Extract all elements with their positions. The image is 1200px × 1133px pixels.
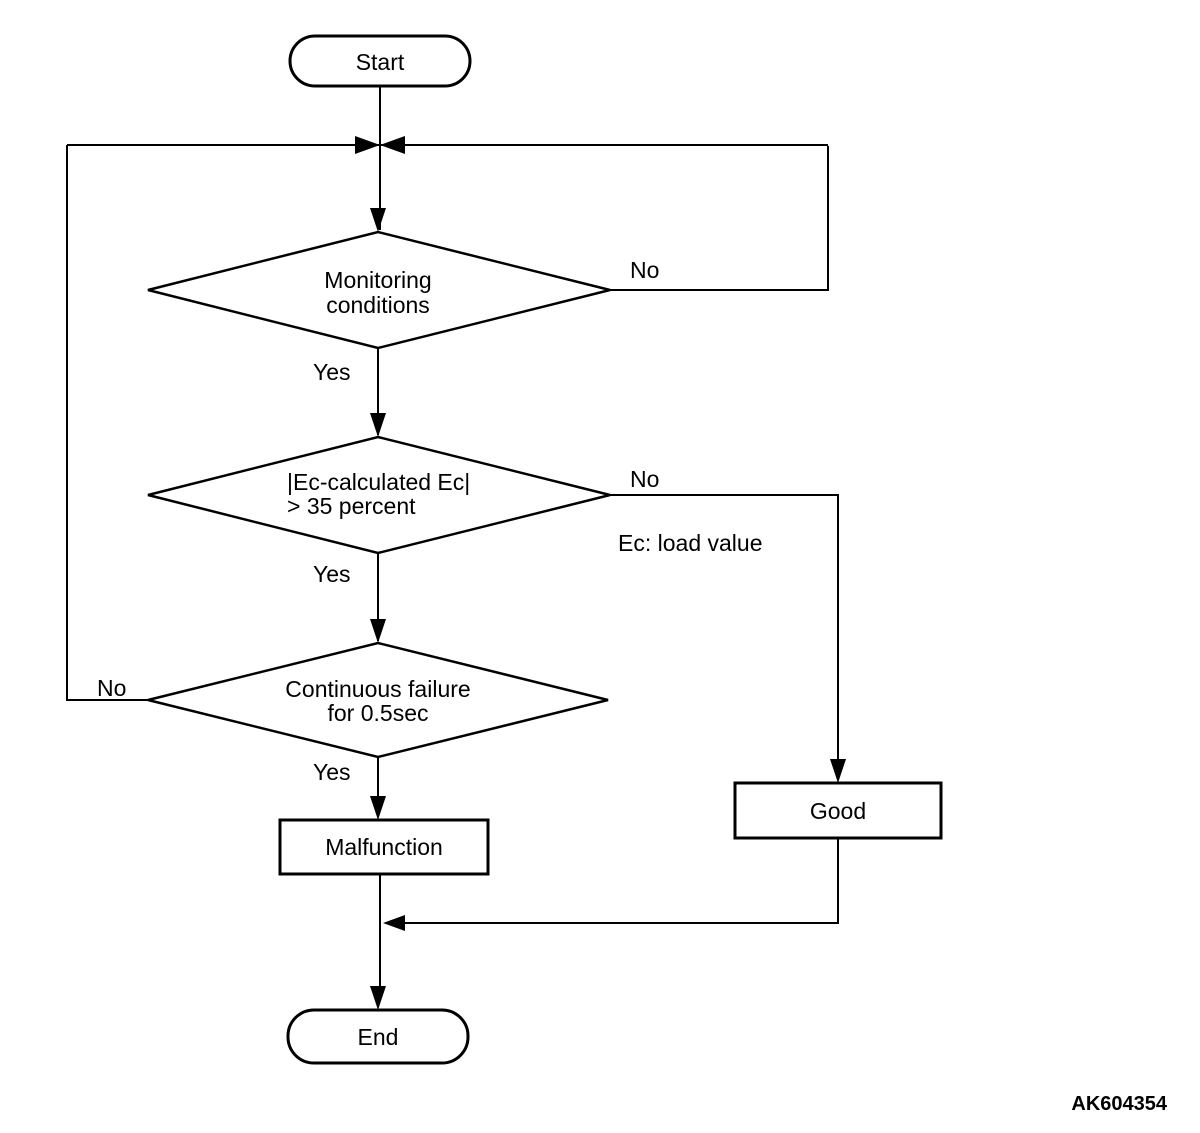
continuous-yes-label: Yes — [313, 759, 351, 785]
ec-note-annotation: Ec: load value — [618, 530, 762, 556]
monitoring-yes-label: Yes — [313, 359, 351, 385]
arrowhead-into-continuous — [370, 619, 386, 643]
connectors — [66, 86, 839, 988]
malfunction-node — [278, 818, 490, 876]
malfunction-label: Malfunction — [325, 834, 443, 860]
arrowhead-into-good — [830, 759, 846, 783]
monitoring-label-line2: conditions — [326, 292, 430, 318]
monitoring-decision — [147, 230, 611, 350]
monitoring-no-label: No — [630, 257, 659, 283]
continuous-no-label: No — [97, 675, 126, 701]
continuous-failure-decision — [147, 641, 609, 759]
continuous-label-line1: Continuous failure — [285, 676, 470, 702]
ec-no-label: No — [630, 466, 659, 492]
arrowhead-into-end — [370, 986, 386, 1010]
ec-check-label-line2: > 35 percent — [287, 493, 416, 519]
connector-ec-no-to-good — [610, 494, 839, 762]
arrowhead-into-malfunction — [370, 796, 386, 820]
ec-check-label-line1: |Ec-calculated Ec| — [287, 469, 470, 495]
arrowheads — [355, 136, 846, 1010]
ec-check-decision — [147, 435, 611, 555]
start-label: Start — [356, 49, 405, 75]
arrowhead-junction-from-right — [380, 136, 405, 154]
arrowhead-into-ec-check — [370, 413, 386, 437]
good-label: Good — [810, 798, 866, 824]
connector-good-to-merge — [404, 838, 839, 924]
continuous-label-line2: for 0.5sec — [328, 700, 429, 726]
start-node — [288, 34, 472, 88]
figure-code: AK604354 — [1071, 1093, 1168, 1115]
arrowhead-junction-from-left — [355, 136, 380, 154]
connector-monitoring-no-loop — [610, 146, 829, 291]
end-node — [286, 1008, 470, 1065]
good-node — [733, 781, 943, 840]
ec-yes-label: Yes — [313, 561, 351, 587]
arrowhead-merge-left — [383, 915, 405, 931]
arrowhead-into-monitoring — [370, 208, 386, 232]
connector-continuous-no-loop — [66, 145, 148, 701]
monitoring-label-line1: Monitoring — [324, 267, 431, 293]
end-label: End — [358, 1024, 399, 1050]
